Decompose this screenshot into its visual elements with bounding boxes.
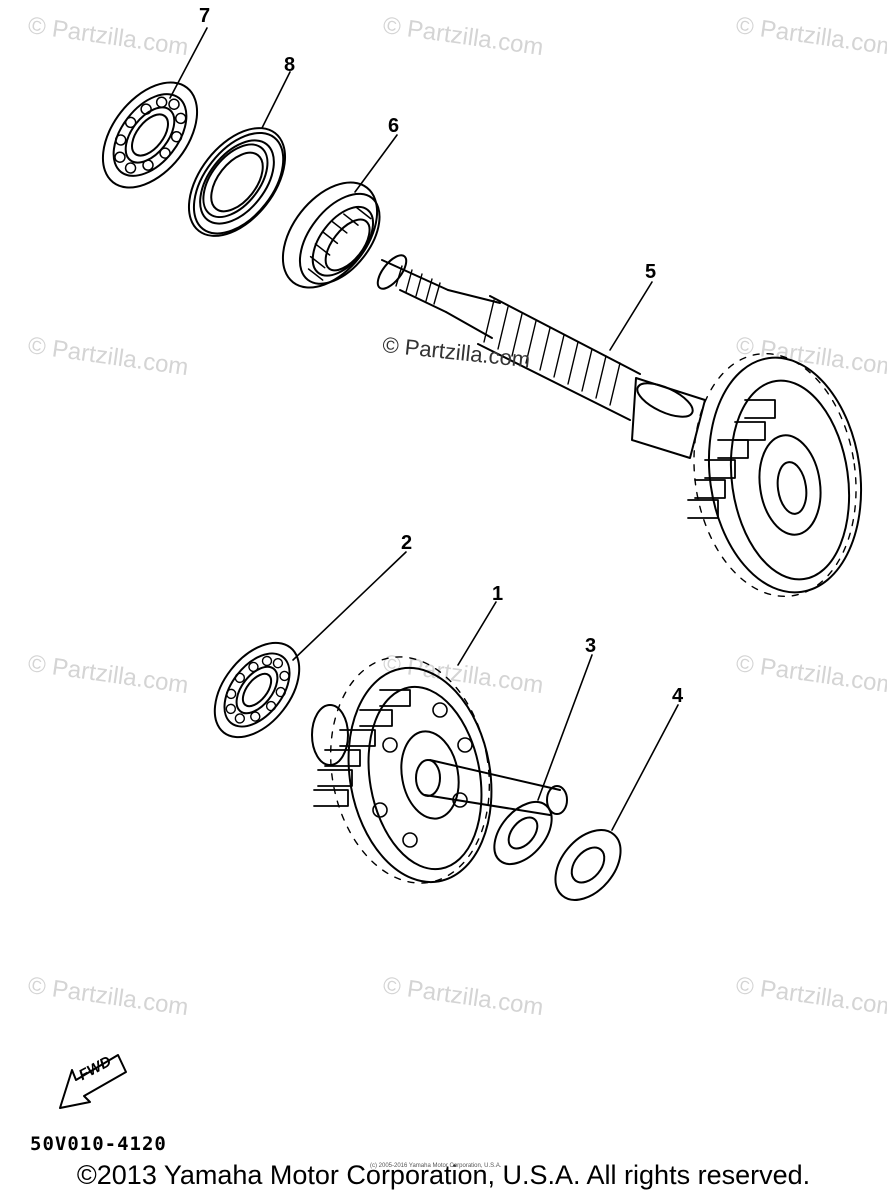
diagram-code: 50V010-4120 [30,1133,167,1155]
callout-1: 1 [492,583,504,605]
leader-lines [169,27,679,831]
callout-2: 2 [401,532,413,554]
callout-8: 8 [284,54,296,76]
washer-4[interactable] [542,818,633,913]
copyright-notice: ©2013 Yamaha Motor Corporation, U.S.A. A… [76,1160,811,1190]
tiny-copyright: (c) 2005-2016 Yamaha Motor Corporation, … [370,1163,502,1169]
callout-4: 4 [672,685,684,707]
gear-1[interactable] [311,644,568,896]
ball-bearing-2[interactable] [198,627,317,753]
main-axle-5[interactable] [373,251,876,607]
needle-bearing-6[interactable] [264,165,399,307]
callout-5: 5 [645,261,657,283]
washer-3[interactable] [483,791,563,874]
ball-bearing-7[interactable] [84,65,216,205]
callout-7: 7 [199,5,211,27]
oil-seal-8[interactable] [170,110,305,253]
fwd-arrow-icon [59,1054,127,1109]
callout-3: 3 [585,635,597,657]
callout-6: 6 [388,115,400,137]
